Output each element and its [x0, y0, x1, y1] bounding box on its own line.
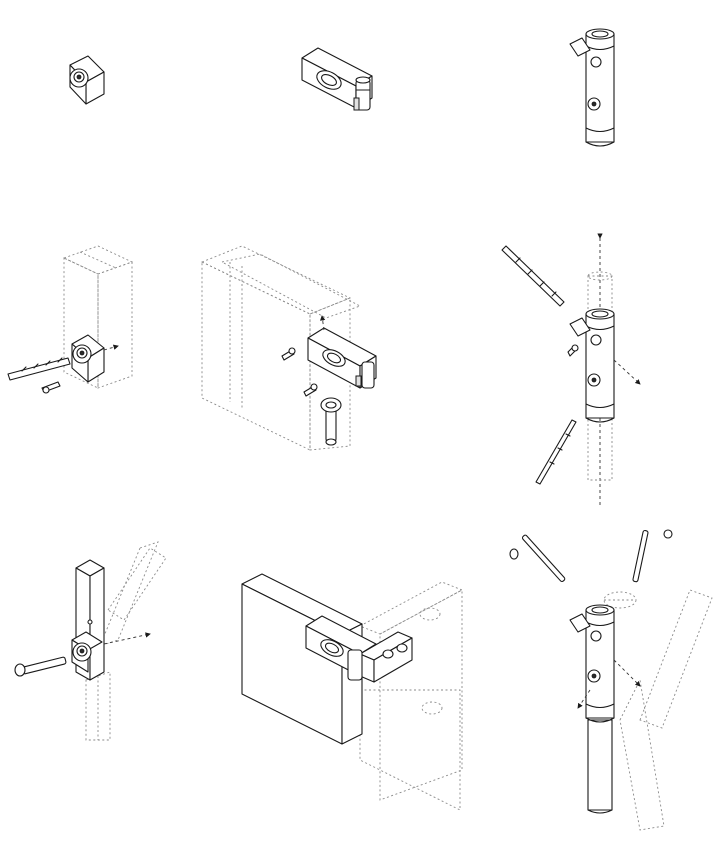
- slotted-bracket-connector-icon: [301, 47, 373, 111]
- panel-corner-assembly-icon: [241, 573, 464, 811]
- tube-clamp-connector-icon: [569, 28, 615, 147]
- panel-bracket-screw-install-icon: [200, 245, 377, 451]
- pipe-clamp-drill-install-icon: [501, 233, 641, 506]
- post-drill-install-icon: [7, 245, 134, 394]
- pipe-joint-assembly-icon: [509, 529, 713, 831]
- square-pad-connector-icon: [69, 55, 105, 105]
- post-bolt-assembly-icon: [14, 541, 167, 741]
